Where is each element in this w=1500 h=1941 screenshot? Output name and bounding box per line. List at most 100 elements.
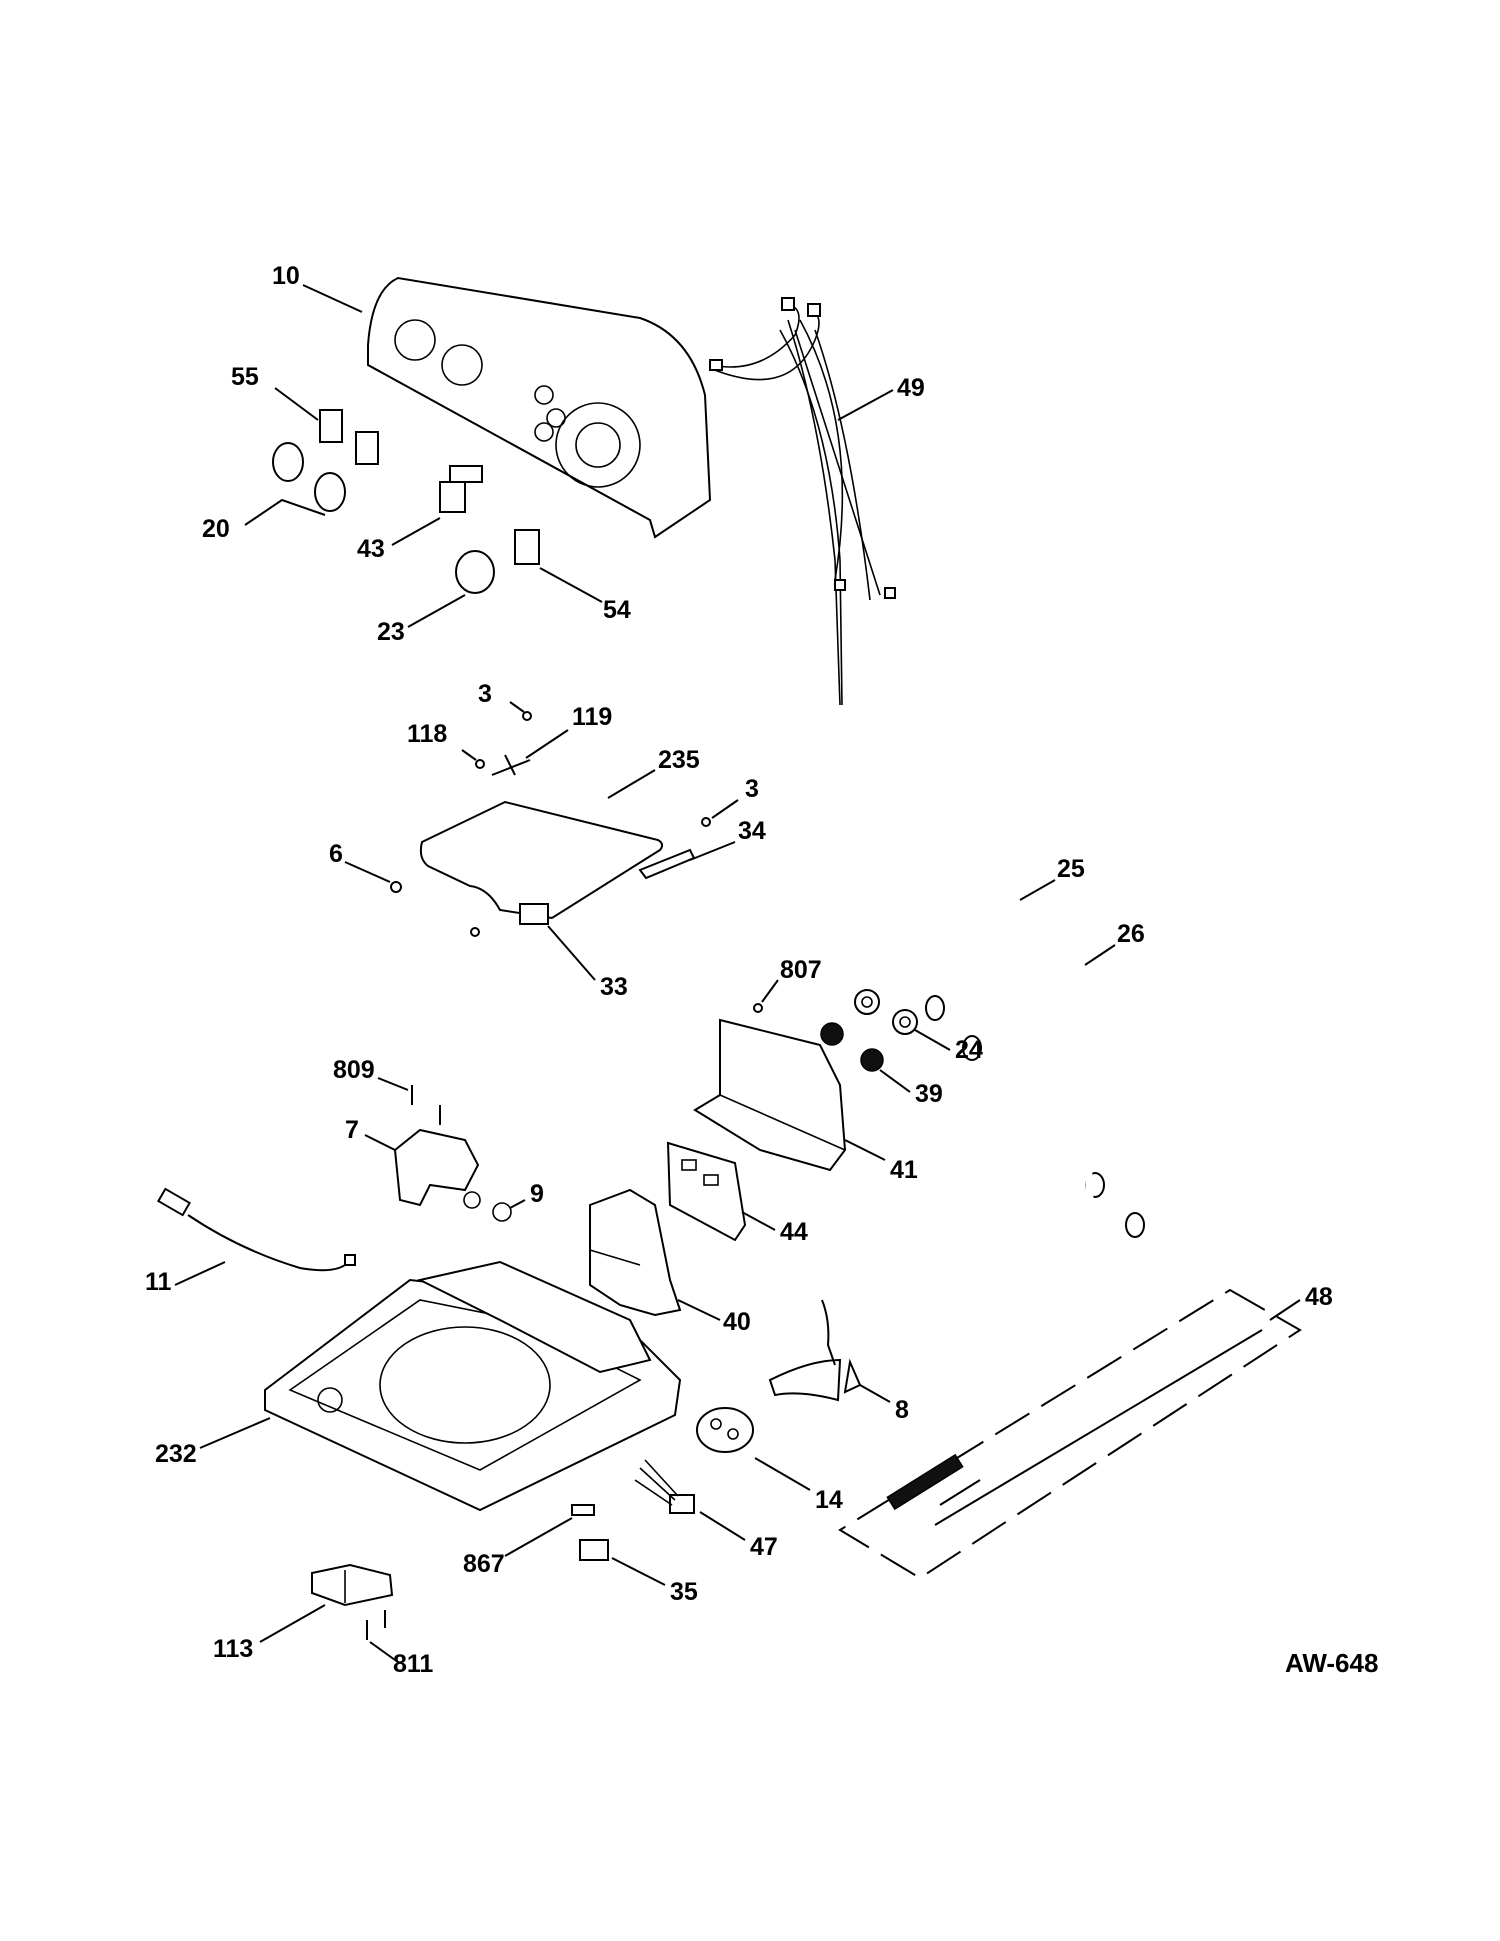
- screw-part-811: [366, 1610, 386, 1640]
- callout-3b: 3: [745, 775, 759, 803]
- callout-26: 26: [1117, 920, 1145, 948]
- leader-6: [344, 861, 391, 883]
- harness-part-11: [157, 1187, 356, 1272]
- callout-867: 867: [463, 1550, 505, 1578]
- callout-33: 33: [600, 973, 628, 1001]
- control-board-part-44: [666, 1141, 747, 1242]
- hose-part-26: [962, 1008, 1145, 1238]
- leader-11: [174, 1261, 226, 1286]
- callout-7: 7: [345, 1116, 359, 1144]
- bracket-part-41: [693, 1018, 847, 1172]
- callout-44: 44: [780, 1218, 808, 1246]
- leader-41: [844, 1139, 886, 1161]
- callout-118: 118: [407, 720, 447, 748]
- leader-811: [369, 1641, 396, 1661]
- housing-part-40: [589, 1188, 682, 1317]
- callout-34: 34: [738, 817, 766, 845]
- callout-113: 113: [213, 1635, 253, 1663]
- leader-49: [837, 389, 894, 421]
- callout-39: 39: [915, 1080, 943, 1108]
- callout-807: 807: [780, 956, 822, 984]
- leader-119: [525, 729, 569, 759]
- leader-40: [677, 1299, 721, 1321]
- leader-3b: [711, 799, 739, 819]
- leader-44: [741, 1211, 776, 1231]
- callout-41: 41: [890, 1156, 918, 1184]
- selector-switch-part-55: [319, 409, 379, 465]
- leader-7: [364, 1134, 396, 1151]
- leader-9: [509, 1199, 526, 1209]
- callout-9: 9: [530, 1180, 544, 1208]
- callout-47: 47: [750, 1533, 778, 1561]
- switch-part-43: [439, 465, 483, 513]
- leader-809: [377, 1077, 409, 1091]
- callout-10: 10: [272, 262, 300, 290]
- callout-11: 11: [145, 1268, 172, 1296]
- screw-part-807: [753, 1003, 763, 1013]
- callout-54: 54: [603, 596, 631, 624]
- connector-part-47: [634, 1459, 695, 1514]
- pressure-switch-part-14: [696, 1407, 754, 1453]
- switch-assembly-part-113: [311, 1563, 394, 1607]
- screw-part-809: [411, 1085, 441, 1125]
- switch-part-54: [514, 529, 540, 565]
- knobs-part-20: [272, 442, 346, 512]
- screw-part-3b: [701, 817, 711, 827]
- callout-48: 48: [1305, 1283, 1333, 1311]
- leader-14: [754, 1457, 811, 1491]
- screw-part-3a: [522, 711, 532, 721]
- leader-3a: [509, 701, 525, 713]
- plug-part-118: [475, 759, 485, 769]
- hinge-rod-part-119: [491, 754, 531, 776]
- callout-40: 40: [723, 1308, 751, 1336]
- callout-119: 119: [572, 703, 612, 731]
- lid-lock-part-35: [579, 1539, 609, 1561]
- callout-20: 20: [202, 515, 230, 543]
- callout-35: 35: [670, 1578, 698, 1606]
- leader-118: [461, 749, 477, 761]
- leader-25: [1019, 879, 1056, 901]
- leader-54: [539, 567, 603, 603]
- callout-14: 14: [815, 1486, 843, 1514]
- leader-24: [914, 1029, 951, 1051]
- callout-24: 24: [955, 1036, 983, 1064]
- tube-kit-part-48: [838, 1288, 1302, 1580]
- water-valve-part-7: [393, 1128, 481, 1209]
- callout-235: 235: [658, 746, 700, 774]
- lid-part-235: [419, 800, 664, 920]
- leader-232: [199, 1417, 271, 1449]
- callout-232: 232: [155, 1440, 197, 1468]
- leader-113: [259, 1604, 326, 1643]
- timer-knob-part-23: [455, 550, 495, 594]
- bumper-part-6: [390, 881, 402, 893]
- pump-part-8: [768, 1299, 862, 1402]
- leader-35: [611, 1557, 666, 1586]
- control-panel-part: [367, 276, 712, 539]
- leader-8: [859, 1384, 891, 1403]
- leader-43: [391, 517, 441, 546]
- washer-part-24: [854, 989, 918, 1035]
- callout-6: 6: [329, 840, 343, 868]
- leader-10: [302, 284, 363, 313]
- callout-25: 25: [1057, 855, 1085, 883]
- callout-8: 8: [895, 1396, 909, 1424]
- leader-867: [504, 1517, 573, 1557]
- callout-23: 23: [377, 618, 405, 646]
- leader-807: [761, 979, 779, 1003]
- callout-809: 809: [333, 1056, 375, 1084]
- callout-811: 811: [393, 1650, 433, 1678]
- callout-55: 55: [231, 363, 259, 391]
- leader-34: [689, 841, 736, 861]
- screen-part-39: [820, 1022, 884, 1072]
- callout-43: 43: [357, 535, 385, 563]
- leader-48: [1269, 1299, 1301, 1321]
- leader-39: [879, 1069, 911, 1093]
- leader-235: [607, 769, 656, 799]
- diagram-reference-code: AW-648: [1285, 1648, 1378, 1678]
- callout-49: 49: [897, 374, 925, 402]
- wire-harness-part-49: [709, 297, 896, 706]
- callout-3a: 3: [478, 680, 492, 708]
- leader-23: [407, 594, 466, 628]
- top-cover-part-232: [264, 1260, 682, 1512]
